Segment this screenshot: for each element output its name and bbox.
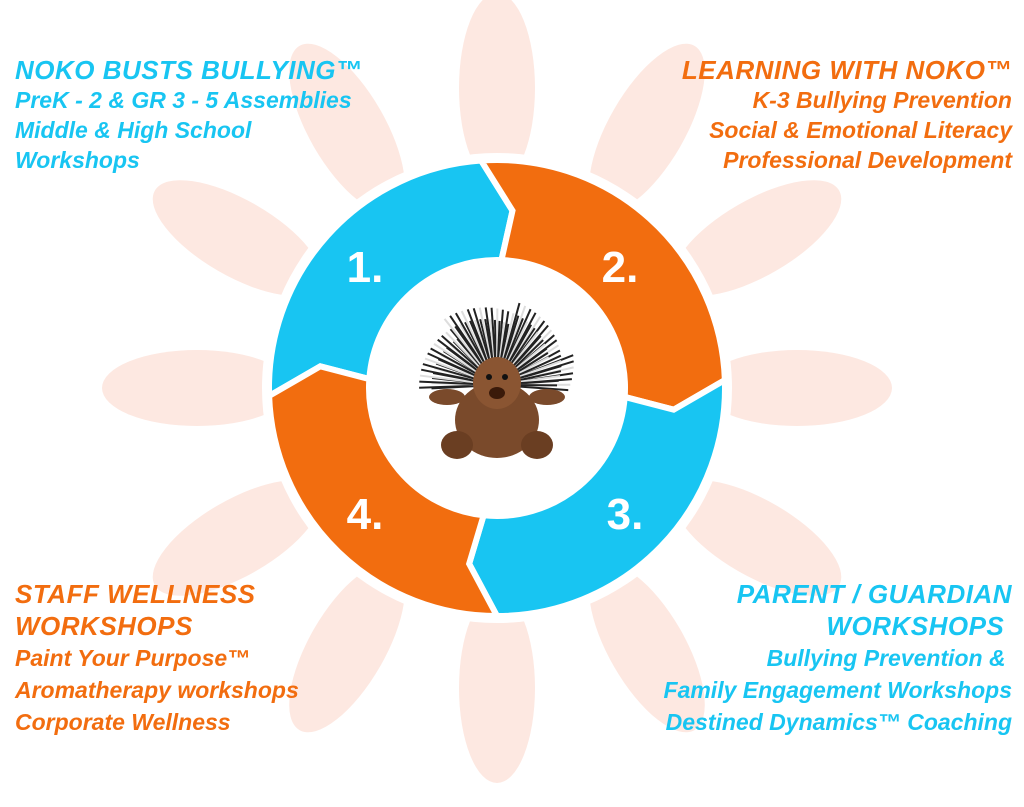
petal bbox=[459, 593, 535, 783]
section-line: PreK - 2 & GR 3 - 5 Assemblies bbox=[15, 87, 352, 113]
section-staff-wellness: STAFF WELLNESS WORKSHOPS Paint Your Purp… bbox=[15, 578, 299, 738]
petal bbox=[672, 180, 842, 296]
section-line: Bullying Prevention & bbox=[766, 645, 1012, 671]
step-number-1: 1. bbox=[347, 243, 384, 292]
step-number-4: 4. bbox=[347, 490, 384, 539]
cycle-segment-4 bbox=[266, 363, 503, 620]
section-line: Aromatherapy workshops bbox=[15, 677, 299, 703]
section-title: LEARNING WITH NOKO™ bbox=[681, 55, 1012, 85]
petal bbox=[152, 480, 322, 596]
section-title: PARENT / GUARDIAN bbox=[736, 579, 1012, 609]
porcupine-mascot-icon bbox=[419, 302, 574, 459]
section-line: K-3 Bullying Prevention bbox=[752, 87, 1012, 113]
cycle-segment-1 bbox=[266, 157, 516, 402]
petal bbox=[589, 563, 705, 733]
petal bbox=[702, 350, 892, 426]
petal bbox=[152, 180, 322, 296]
section-line: Social & Emotional Literacy bbox=[709, 117, 1012, 143]
petal bbox=[672, 480, 842, 596]
section-line: Workshops bbox=[15, 147, 140, 173]
section-learning-with-noko: LEARNING WITH NOKO™ K-3 Bullying Prevent… bbox=[682, 55, 1012, 175]
section-title: STAFF WELLNESS bbox=[15, 579, 256, 609]
cycle-segment-3 bbox=[465, 374, 728, 620]
section-line: Destined Dynamics™ Coaching bbox=[665, 709, 1012, 735]
section-line: Family Engagement Workshops bbox=[663, 677, 1012, 703]
step-number-2: 2. bbox=[602, 243, 639, 292]
cycle-segment-2 bbox=[475, 157, 728, 413]
petal bbox=[289, 43, 405, 213]
section-line: Middle & High School bbox=[15, 117, 252, 143]
section-line: Paint Your Purpose™ bbox=[15, 645, 251, 671]
section-title: WORKSHOPS bbox=[826, 611, 1012, 641]
petal bbox=[589, 43, 705, 213]
section-title: WORKSHOPS bbox=[15, 611, 193, 641]
section-noko-busts-bullying: NOKO BUSTS BULLYING™ PreK - 2 & GR 3 - 5… bbox=[15, 55, 363, 175]
petal bbox=[459, 0, 535, 183]
section-line: Professional Development bbox=[723, 147, 1012, 173]
step-number-3: 3. bbox=[607, 490, 644, 539]
petal bbox=[102, 350, 292, 426]
section-line: Corporate Wellness bbox=[15, 709, 231, 735]
petal bbox=[289, 563, 405, 733]
section-title: NOKO BUSTS BULLYING™ bbox=[15, 55, 363, 85]
section-parent-guardian: PARENT / GUARDIAN WORKSHOPS Bullying Pre… bbox=[664, 578, 1012, 738]
cycle-ring bbox=[266, 157, 728, 620]
